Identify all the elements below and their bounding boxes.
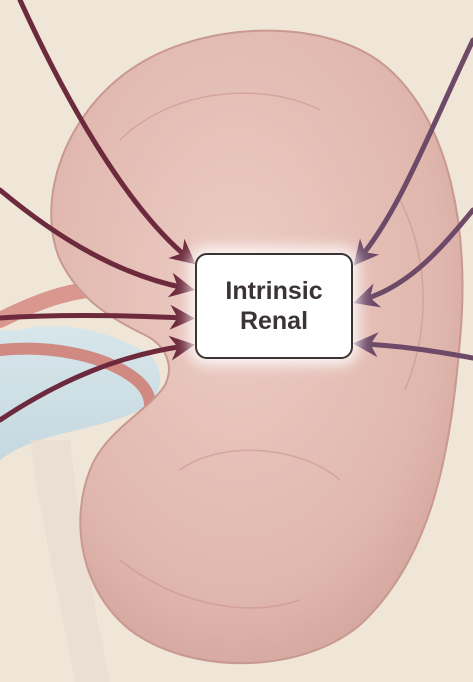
arrow-left-3 [0,315,185,318]
intrinsic-renal-label: Intrinsic Renal [195,253,353,359]
label-line-1: Intrinsic [225,276,322,306]
label-line-2: Renal [240,306,308,336]
